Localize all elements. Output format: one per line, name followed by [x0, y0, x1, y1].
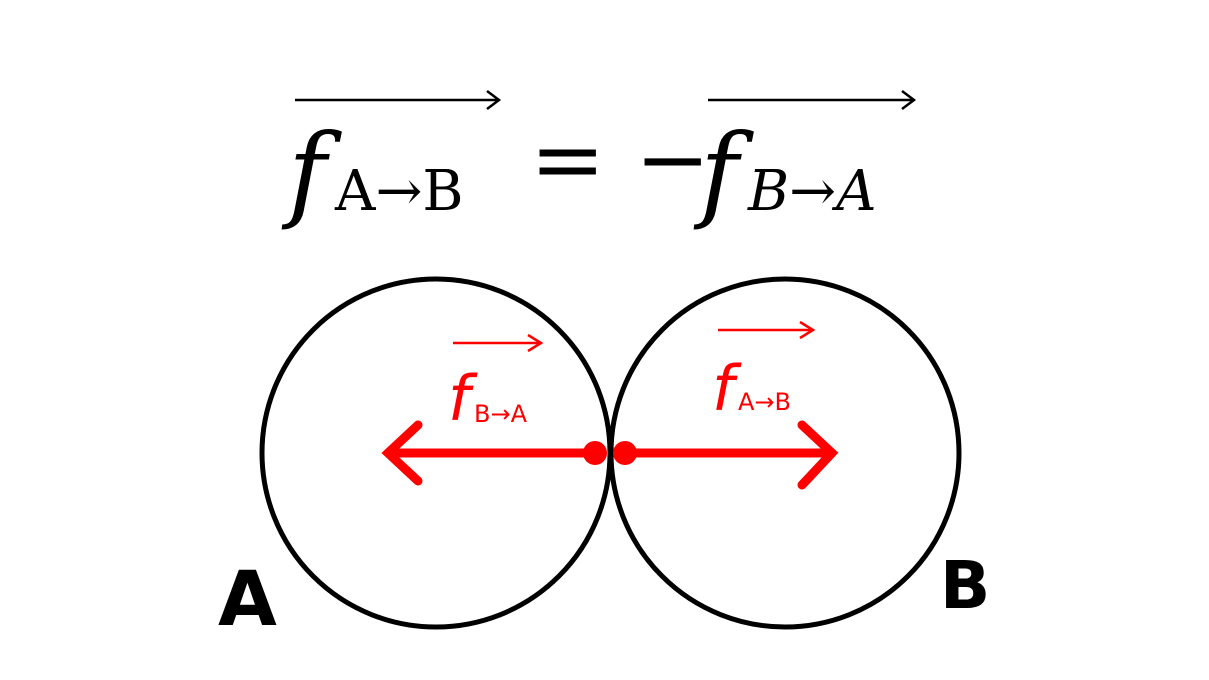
body-b-circle [608, 276, 962, 630]
vector-arrowhead-lhs [486, 90, 502, 110]
lhs-subscript: A→B [334, 159, 464, 224]
equals-sign: = [530, 107, 605, 212]
body-a-label: A [218, 554, 277, 643]
equation: f A→B = − f B→A [281, 90, 917, 233]
body-b-label: B [940, 547, 990, 624]
force-on-a-label: f B→A [448, 333, 544, 435]
lhs-symbol: f [281, 111, 342, 233]
contact-point-b [613, 441, 637, 465]
contact-point-a [583, 441, 607, 465]
force-on-a-arrow [381, 420, 600, 486]
force-on-b-subscript: A→B [738, 388, 791, 416]
force-on-a-subscript: B→A [474, 400, 528, 428]
force-on-b-arrow [620, 420, 839, 490]
rhs-subscript: B→A [747, 159, 877, 224]
vector-arrowhead-rhs [901, 90, 917, 110]
minus-sign: − [635, 107, 710, 212]
rhs-symbol: f [693, 111, 754, 233]
force-on-b-label: f A→B [712, 320, 816, 425]
